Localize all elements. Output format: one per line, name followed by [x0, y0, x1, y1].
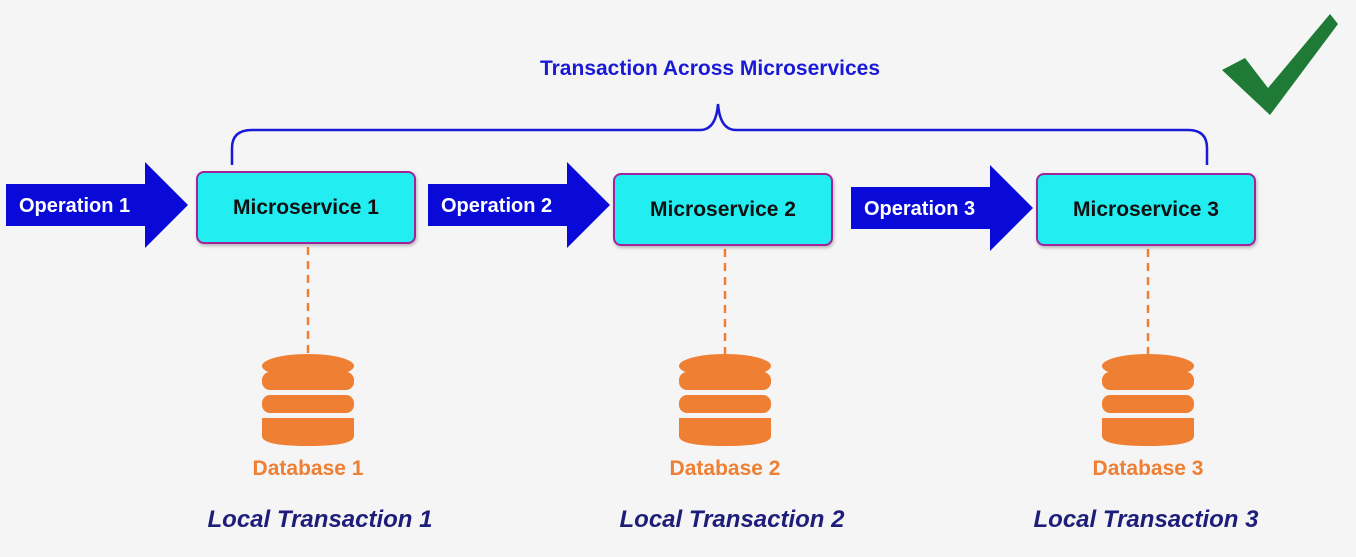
microservice-1-label: Microservice 1 — [233, 195, 379, 219]
local-transaction-2-label: Local Transaction 2 — [619, 506, 845, 533]
local-transaction-1-label: Local Transaction 1 — [207, 506, 433, 533]
database-1-label: Database 1 — [252, 457, 364, 480]
microservice-2-label: Microservice 2 — [650, 197, 796, 221]
transaction-brace — [230, 103, 1209, 165]
operation-2-arrow — [428, 162, 610, 248]
operation-3-arrow — [851, 165, 1033, 251]
operation-1-label: Operation 1 — [19, 195, 131, 217]
database-icon — [262, 354, 354, 446]
microservice-3-box: Microservice 3 — [1036, 173, 1256, 246]
database-2-label: Database 2 — [669, 457, 781, 480]
checkmark-icon — [1222, 14, 1338, 115]
local-transaction-3-label: Local Transaction 3 — [1033, 506, 1259, 533]
operation-2-label: Operation 2 — [441, 195, 553, 217]
microservice-1-box: Microservice 1 — [196, 171, 416, 244]
microservice-3-label: Microservice 3 — [1073, 197, 1219, 221]
database-3-label: Database 3 — [1092, 457, 1204, 480]
operation-3-label: Operation 3 — [864, 198, 976, 220]
microservice-2-box: Microservice 2 — [613, 173, 833, 246]
database-icon — [1102, 354, 1194, 446]
database-icon — [679, 354, 771, 446]
diagram-title: Transaction Across Microservices — [539, 57, 881, 80]
operation-1-arrow — [6, 162, 188, 248]
